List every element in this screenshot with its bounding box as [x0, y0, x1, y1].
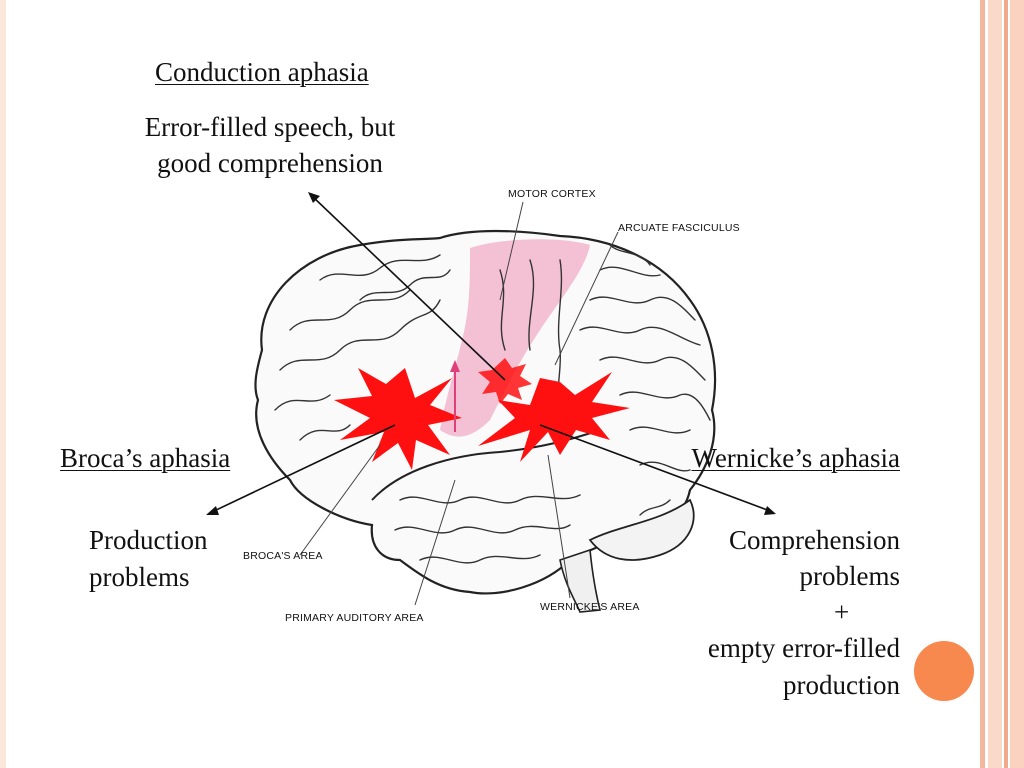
arcuate-fasciculus-label: ARCUATE FASCICULUS [618, 222, 740, 234]
conduction-starburst [478, 358, 532, 404]
broca-desc-line1: Production [89, 525, 208, 555]
wernicke-desc-plus: + [834, 597, 850, 627]
conduction-desc-line1: Error-filled speech, but [144, 112, 396, 142]
decor-stripe [980, 0, 985, 768]
decor-orange-circle [914, 641, 974, 701]
decor-stripe [988, 0, 1002, 768]
wernicke-desc-line4: empty error-filled [707, 633, 900, 663]
motor-cortex-label: MOTOR CORTEX [508, 188, 596, 200]
wernickes-area-label: WERNICKE'S AREA [540, 601, 640, 613]
decor-stripe [1010, 0, 1024, 768]
broca-starburst [334, 368, 462, 470]
conduction-aphasia-title: Conduction aphasia [155, 57, 369, 87]
brocas-area-label: BROCA'S AREA [243, 550, 323, 562]
wernicke-desc-line1: Comprehension [729, 525, 900, 555]
wernicke-starburst [478, 372, 630, 462]
broca-desc-line2: problems [89, 562, 190, 592]
brocas-aphasia-title: Broca’s aphasia [60, 443, 231, 473]
cerebellum [588, 498, 695, 561]
broca-arrow [211, 424, 396, 513]
brain-stem [559, 548, 602, 613]
conduction-arrow [311, 195, 506, 381]
wernicke-arrow [539, 424, 771, 512]
wernicke-desc-line5: production [783, 670, 900, 700]
wernickes-aphasia-title: Wernicke’s aphasia [691, 443, 901, 473]
decor-stripe [1004, 0, 1008, 768]
motor-cortex-region [440, 239, 590, 437]
left-border [0, 0, 6, 768]
primary-auditory-area-label: PRIMARY AUDITORY AREA [285, 612, 424, 624]
conduction-desc-line2: good comprehension [157, 148, 383, 178]
wernicke-desc-line2: problems [799, 561, 901, 591]
sylvian-fissure [371, 429, 601, 501]
